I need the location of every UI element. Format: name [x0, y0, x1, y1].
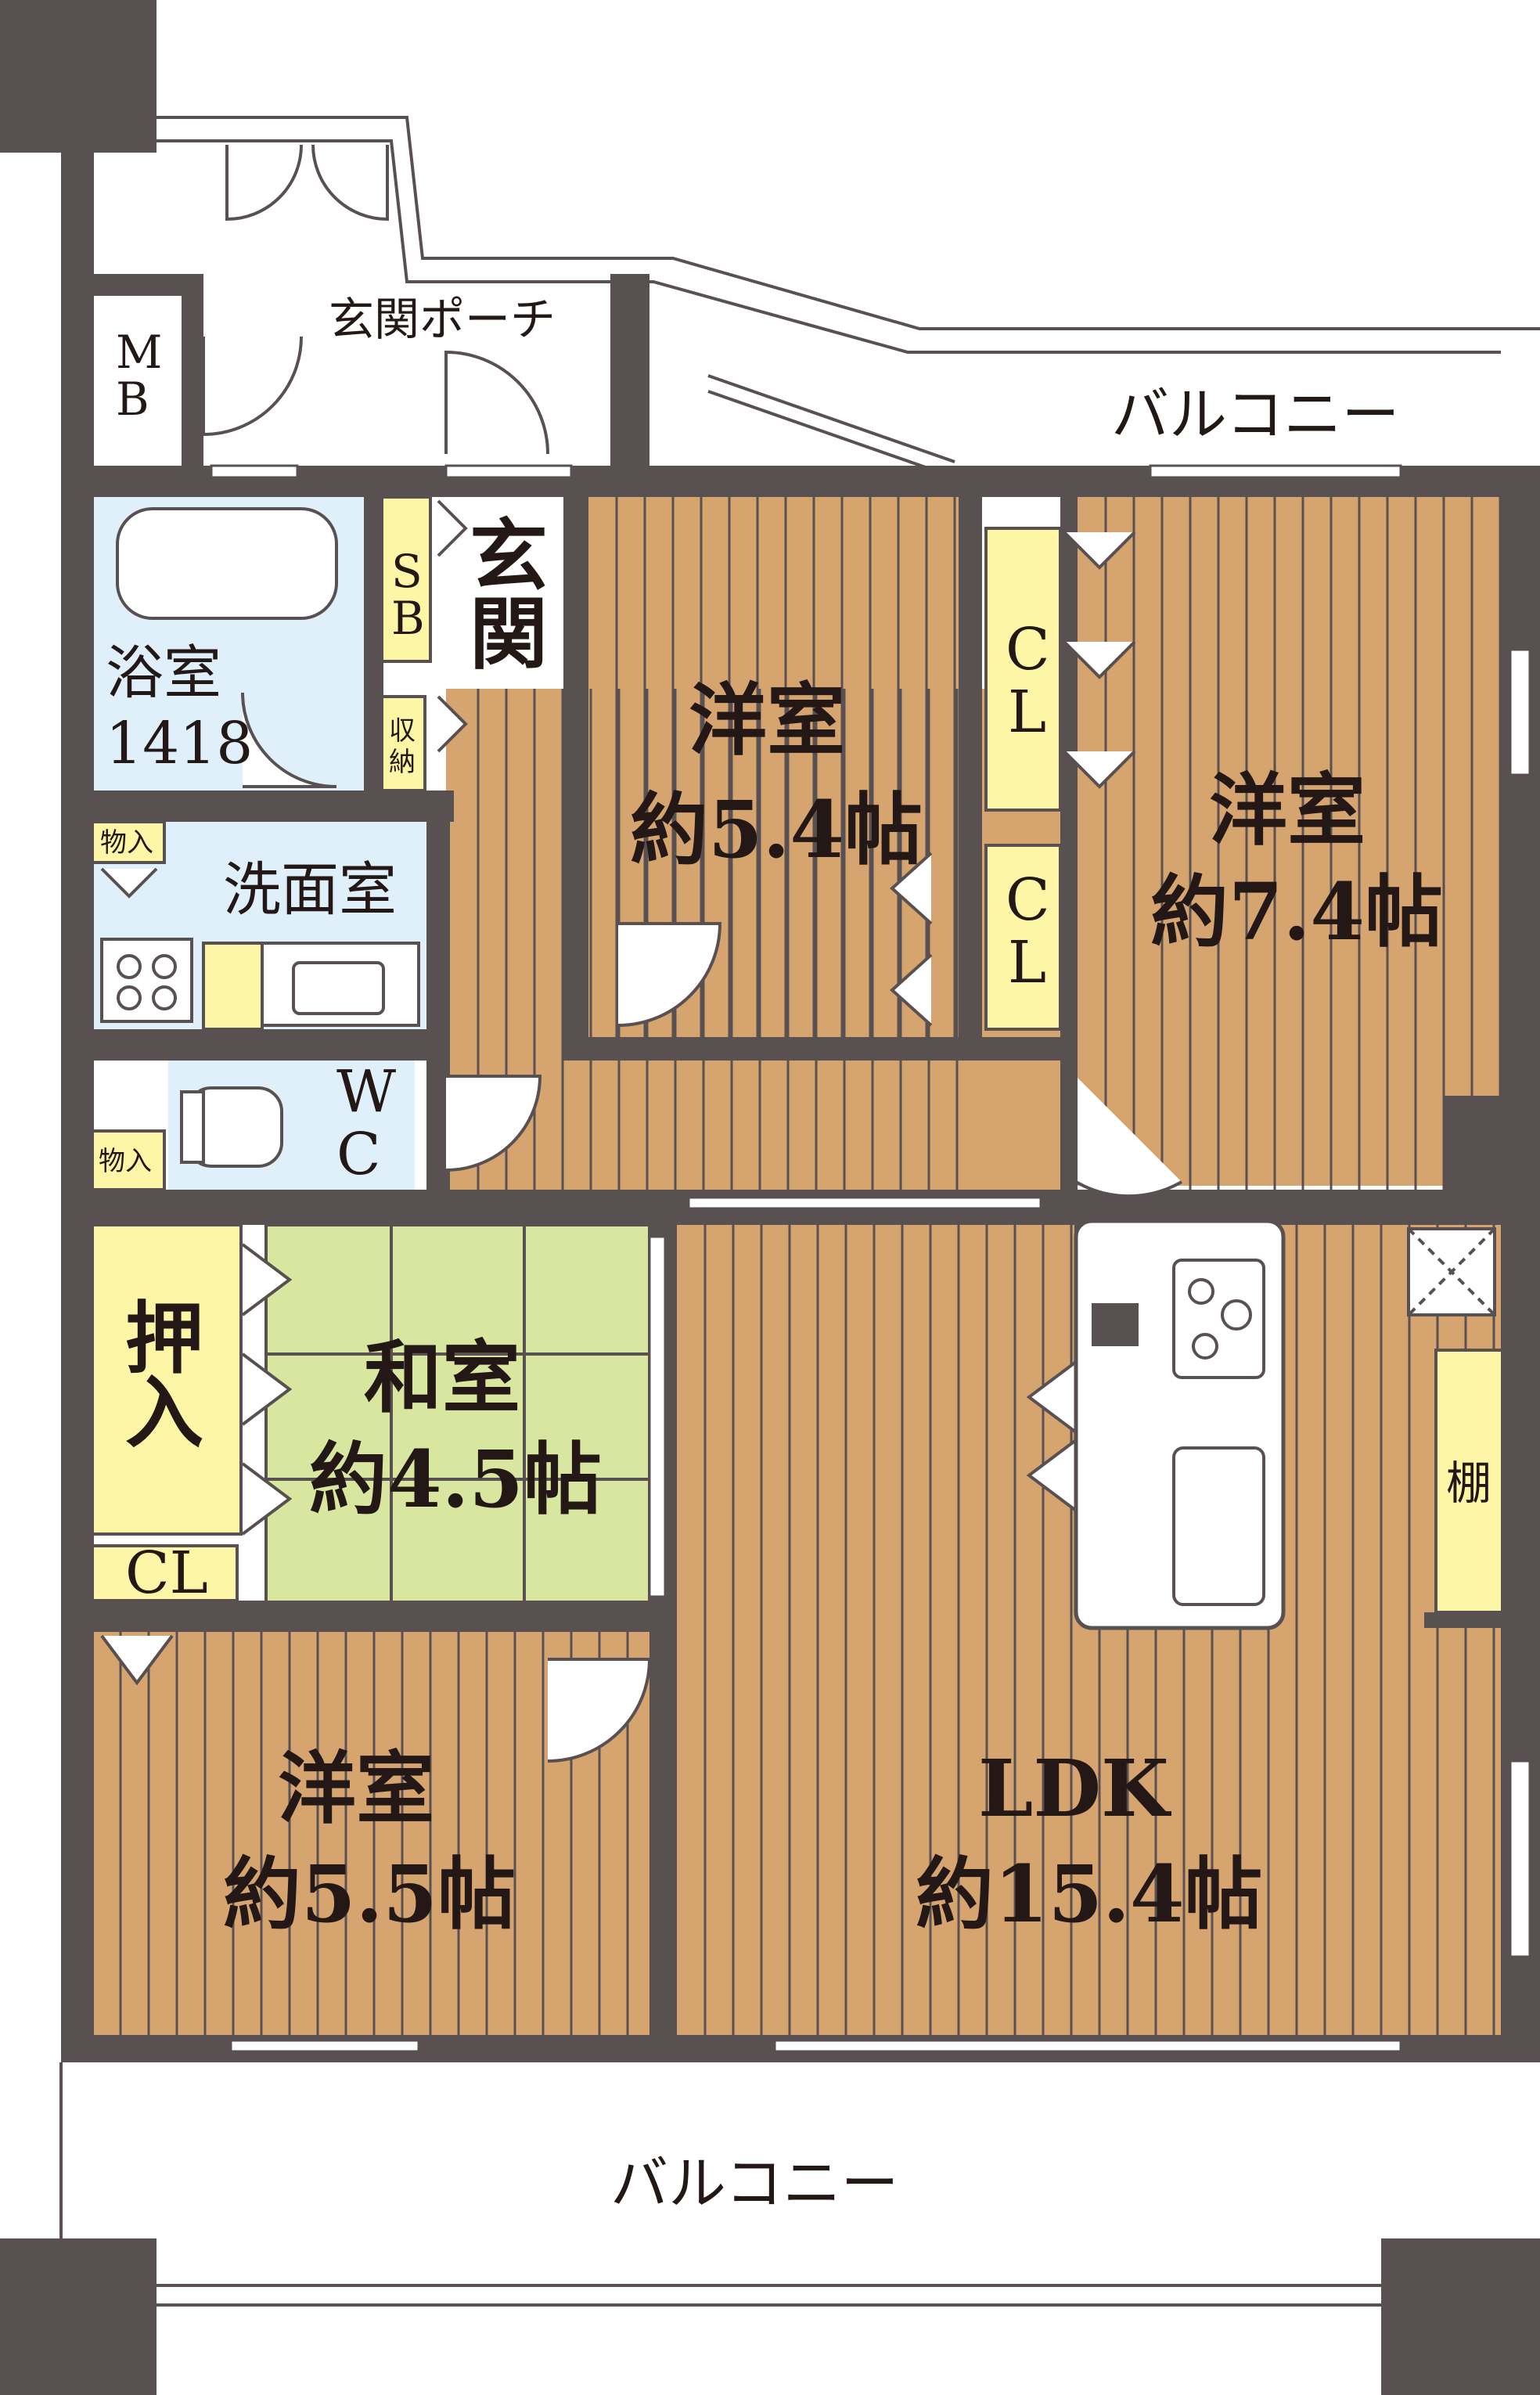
label-washitsu-size: 約4.5帖: [309, 1433, 602, 1525]
label-sb-2: B: [391, 592, 425, 645]
label-room-c-name: 洋室: [278, 1742, 434, 1835]
label-mb-2: B: [116, 373, 149, 426]
label-cl-2-1: C: [1006, 866, 1050, 934]
label-storage-small-2: 物入: [99, 1146, 152, 1177]
label-washitsu-name: 和室: [364, 1331, 520, 1424]
doors: [100, 144, 1182, 1763]
label-sb-1: S: [391, 545, 423, 598]
windows: [210, 374, 1531, 2053]
label-genkan-1: 玄: [470, 510, 548, 602]
label-oshiire-2: 入: [125, 1367, 203, 1459]
label-cl-1-2: L: [1008, 679, 1046, 746]
label-ldk-size: 約15.4帖: [916, 1848, 1263, 1940]
label-entrance-porch: 玄関ポーチ: [329, 293, 556, 346]
label-room-b-name: 洋室: [1209, 764, 1365, 856]
label-ldk-name: LDK: [978, 1742, 1171, 1835]
label-genkan-2: 関: [470, 588, 548, 680]
label-storage-1: 収: [389, 715, 416, 747]
storage-areas: [91, 495, 1504, 1614]
bathtub: [116, 507, 338, 620]
fixtures: [100, 507, 1496, 1630]
balcony-outlines: [59, 116, 1540, 2307]
label-cl-1-1: C: [1006, 616, 1050, 683]
label-wc-1: W: [336, 1058, 396, 1125]
label-room-a-name: 洋室: [689, 674, 845, 766]
label-wc-2: C: [336, 1121, 381, 1188]
label-storage-2: 納: [389, 747, 416, 778]
label-mb-1: M: [116, 326, 162, 379]
label-shelf: 棚: [1446, 1457, 1491, 1510]
label-cl-2-2: L: [1008, 929, 1046, 996]
label-washroom: 洗面室: [223, 856, 397, 924]
label-bath-2: 1418: [106, 710, 253, 777]
label-room-c-size: 約5.5帖: [223, 1848, 516, 1940]
label-room-a-size: 約5.4帖: [630, 783, 923, 876]
label-bath-1: 浴室: [106, 639, 221, 707]
label-balcony-bottom: バルコニー: [610, 2150, 899, 2217]
label-room-b-size: 約7.4帖: [1150, 866, 1443, 958]
label-oshiire-1: 押: [125, 1292, 203, 1385]
label-balcony-top: バルコニー: [1111, 381, 1400, 448]
washer-pan: [100, 938, 193, 1023]
label-cl-3: CL: [125, 1540, 208, 1607]
room-labels: 玄関ポーチ M B バルコニー 浴室 1418 S B 玄 関 収 納 物入 洗…: [99, 293, 1491, 2217]
label-storage-small-1: 物入: [100, 827, 153, 859]
